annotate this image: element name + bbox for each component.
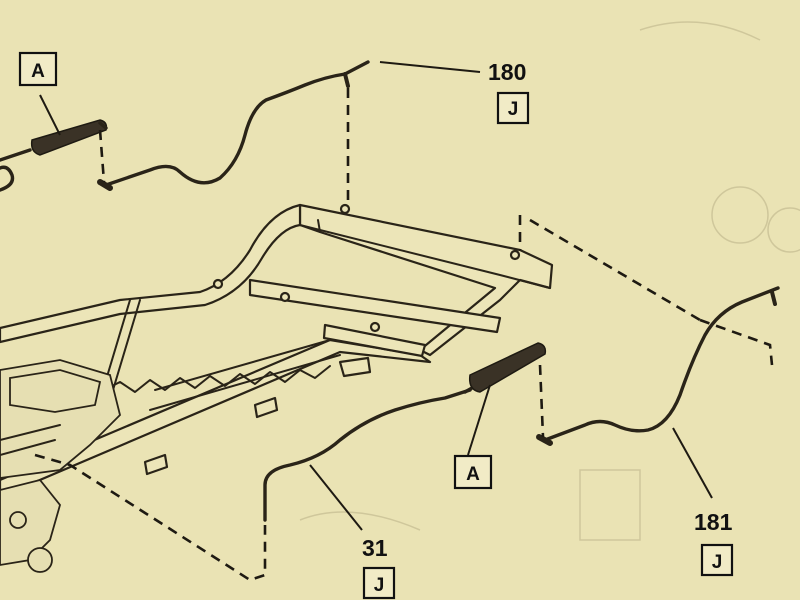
exhaust-pipe-181 xyxy=(536,286,780,446)
part-number-181: 181 xyxy=(694,509,733,535)
ref-letter-a-middle: A xyxy=(466,464,480,485)
part-number-180: 180 xyxy=(488,59,526,85)
assembly-guides xyxy=(34,88,774,582)
callout-181: 181 J xyxy=(694,509,734,577)
leader-lines xyxy=(39,61,713,531)
callout-180: 180 J xyxy=(488,59,530,125)
engine-block xyxy=(0,359,121,573)
ref-box-a-top xyxy=(18,51,58,87)
callout-31: 31 J xyxy=(362,535,396,600)
ref-letter-180: J xyxy=(508,99,519,120)
chassis-frame xyxy=(0,203,554,499)
ref-box-180 xyxy=(496,91,530,125)
callout-a-middle: A xyxy=(453,454,493,490)
ref-box-181 xyxy=(700,543,734,577)
ref-box-31 xyxy=(362,566,396,600)
callout-a-top: A xyxy=(18,51,58,87)
part-number-31: 31 xyxy=(362,535,388,561)
background-ghost-art xyxy=(299,21,800,541)
ref-letter-a-top: A xyxy=(31,61,45,82)
ref-letter-181: J xyxy=(712,552,723,573)
ref-box-a-middle xyxy=(453,454,493,490)
muffler-middle xyxy=(463,342,547,394)
exhaust-pipe-31 xyxy=(263,388,472,522)
ref-letter-31: J xyxy=(374,575,385,596)
muffler-top xyxy=(0,119,108,192)
exhaust-pipe-180 xyxy=(97,60,370,191)
